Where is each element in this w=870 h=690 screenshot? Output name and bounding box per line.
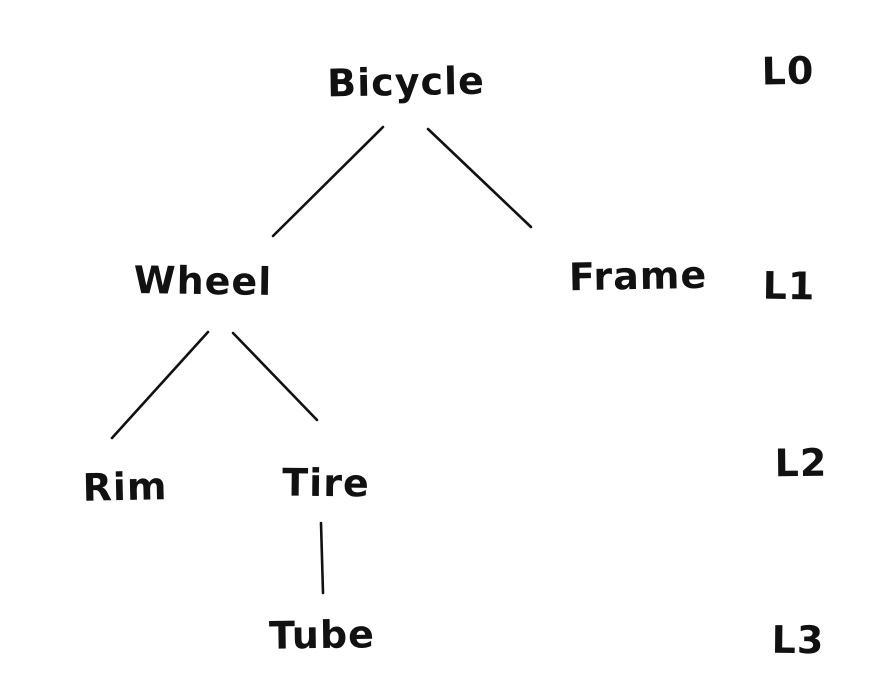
edge-wheel-rim (110, 330, 210, 440)
node-frame: Frame (568, 252, 708, 300)
node-wheel: Wheel (133, 258, 273, 304)
edge-wheel-tire (231, 331, 319, 422)
level-label-l0: L0 (761, 48, 815, 94)
node-tube: Tube (268, 612, 376, 658)
node-tire: Tire (282, 460, 370, 506)
level-label-l2: L2 (774, 440, 828, 486)
node-bicycle: Bicycle (326, 58, 486, 106)
edge-bicycle-wheel (271, 125, 385, 238)
edge-tire-tube (319, 521, 325, 595)
node-rim: Rim (82, 464, 168, 510)
level-label-l3: L3 (771, 617, 825, 663)
level-label-l1: L1 (762, 263, 816, 309)
edge-bicycle-frame (426, 127, 533, 229)
